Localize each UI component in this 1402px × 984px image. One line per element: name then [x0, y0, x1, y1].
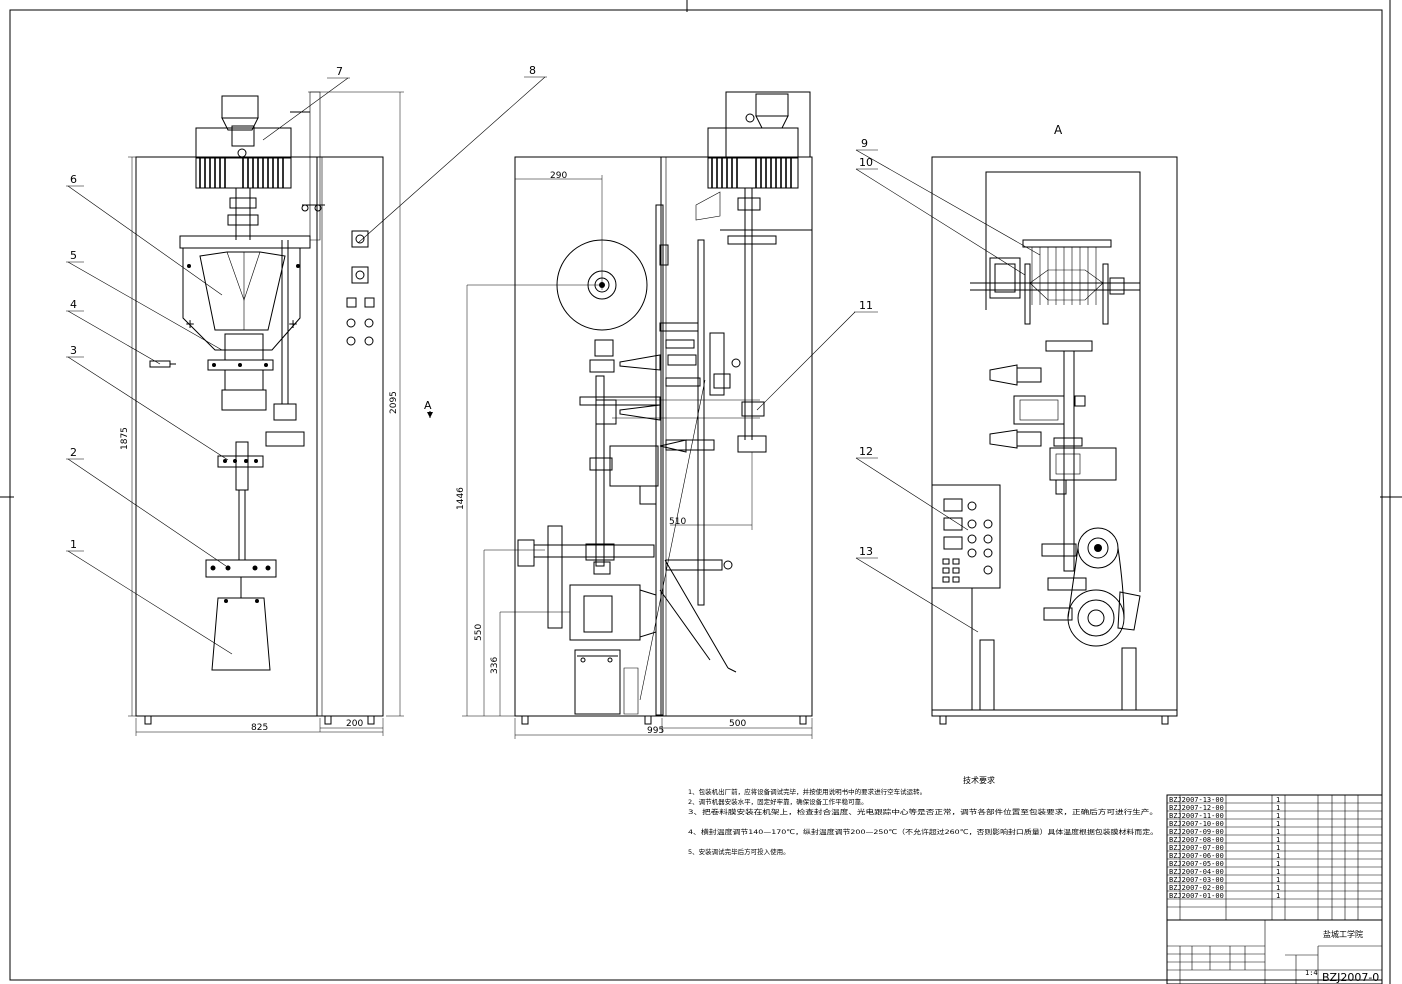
- parts-qty: 1: [1276, 796, 1280, 804]
- school-name: 盐城工学院: [1323, 929, 1363, 939]
- parts-code: BZJ2007-03-00: [1169, 876, 1224, 884]
- parts-list: BZJ2007-13-00 1 BZJ2007-12-00 1 BZJ2007-…: [1166, 794, 1383, 921]
- parts-code: BZJ2007-04-00: [1169, 868, 1224, 876]
- dimension-labels: 1875 825 200 2095 A 290 1446 510 550 336…: [120, 123, 1063, 736]
- dim-label: 550: [474, 624, 484, 641]
- note-item: 3、把卷料膜安装在机架上，检查封合温度、光电跟踪中心等是否正常，调节各部件位置至…: [688, 807, 1158, 816]
- view-a: [931, 156, 1178, 725]
- parts-qty: 1: [1276, 804, 1280, 812]
- part-label: 7: [336, 65, 343, 78]
- parts-code: BZJ2007-06-00: [1169, 852, 1224, 860]
- svg-text:+: +: [185, 317, 195, 331]
- parts-qty: 1: [1276, 884, 1280, 892]
- part-label: 6: [70, 173, 77, 186]
- parts-qty: 1: [1276, 892, 1280, 900]
- dim-label: 825: [251, 723, 268, 733]
- parts-qty: 1: [1276, 868, 1280, 876]
- part-label: 8: [529, 64, 536, 77]
- side-leaders: [756, 311, 878, 411]
- parts-code: BZJ2007-12-00: [1169, 804, 1224, 812]
- parts-qty: 1: [1276, 860, 1280, 868]
- dim-label: 510: [669, 517, 686, 527]
- dim-label: 1446: [456, 487, 466, 510]
- dim-label: 2095: [389, 391, 399, 414]
- part-label: 3: [70, 344, 77, 357]
- part-label: 10: [859, 156, 873, 169]
- scale: 1:4: [1305, 969, 1318, 977]
- parts-code: BZJ2007-09-00: [1169, 828, 1224, 836]
- front-leaders: [66, 76, 547, 655]
- title-block: 盐城工学院 1:4 BZJ2007-0: [1166, 919, 1383, 984]
- dim-label: 500: [729, 719, 746, 729]
- parts-code: BZJ2007-08-00: [1169, 836, 1224, 844]
- dim-label: 1875: [120, 427, 130, 450]
- part-label: 5: [70, 249, 77, 262]
- dim-label: 995: [647, 726, 664, 736]
- parts-code: BZJ2007-05-00: [1169, 860, 1224, 868]
- parts-qty: 1: [1276, 836, 1280, 844]
- part-label: 11: [859, 299, 873, 312]
- parts-code: BZJ2007-07-00: [1169, 844, 1224, 852]
- parts-code: BZJ2007-01-00: [1169, 892, 1224, 900]
- dim-label: 200: [346, 719, 363, 729]
- parts-qty: 1: [1276, 820, 1280, 828]
- view-title: A: [1054, 123, 1063, 137]
- parts-qty: 1: [1276, 828, 1280, 836]
- part-labels: 1 2 3 4 5 6 7 8 9 10 11 12 13: [70, 64, 873, 558]
- part-label: 12: [859, 445, 873, 458]
- parts-code: BZJ2007-02-00: [1169, 884, 1224, 892]
- parts-qty: 1: [1276, 852, 1280, 860]
- view-a-leaders: [855, 149, 1041, 633]
- section-mark: A: [424, 399, 432, 412]
- side-view: [462, 91, 813, 739]
- dim-label: 336: [490, 657, 500, 674]
- dim-label: 290: [550, 171, 567, 181]
- parts-qty: 1: [1276, 876, 1280, 884]
- part-label: 13: [859, 545, 873, 558]
- part-label: 2: [70, 446, 77, 459]
- parts-code: BZJ2007-10-00: [1169, 820, 1224, 828]
- drawing-number: BZJ2007-0: [1322, 971, 1379, 984]
- notes-title: 技术要求: [963, 775, 995, 785]
- note-item: 5、安装调试完毕后方可投入使用。: [688, 847, 790, 856]
- note-item: 4、横封温度调节140—170℃，纵封温度调节200—250℃（不允许超过260…: [688, 827, 1158, 836]
- technical-notes: 技术要求 1、包装机出厂前，应将设备调试完毕，并按使用说明书中的要求进行空车试运…: [688, 775, 1158, 856]
- parts-code: BZJ2007-11-00: [1169, 812, 1224, 820]
- front-view: + +: [128, 91, 433, 736]
- part-label: 9: [861, 137, 868, 150]
- parts-qty: 1: [1276, 844, 1280, 852]
- note-item: 2、调节机器安装水平，固定好牢靠，确保设备工作平稳可靠。: [688, 797, 868, 806]
- parts-code: BZJ2007-13-00: [1169, 796, 1224, 804]
- part-label: 1: [70, 538, 77, 551]
- note-item: 1、包装机出厂前，应将设备调试完毕，并按使用说明书中的要求进行空车试运转。: [688, 787, 926, 796]
- svg-text:+: +: [288, 317, 298, 331]
- parts-qty: 1: [1276, 812, 1280, 820]
- part-label: 4: [70, 298, 77, 311]
